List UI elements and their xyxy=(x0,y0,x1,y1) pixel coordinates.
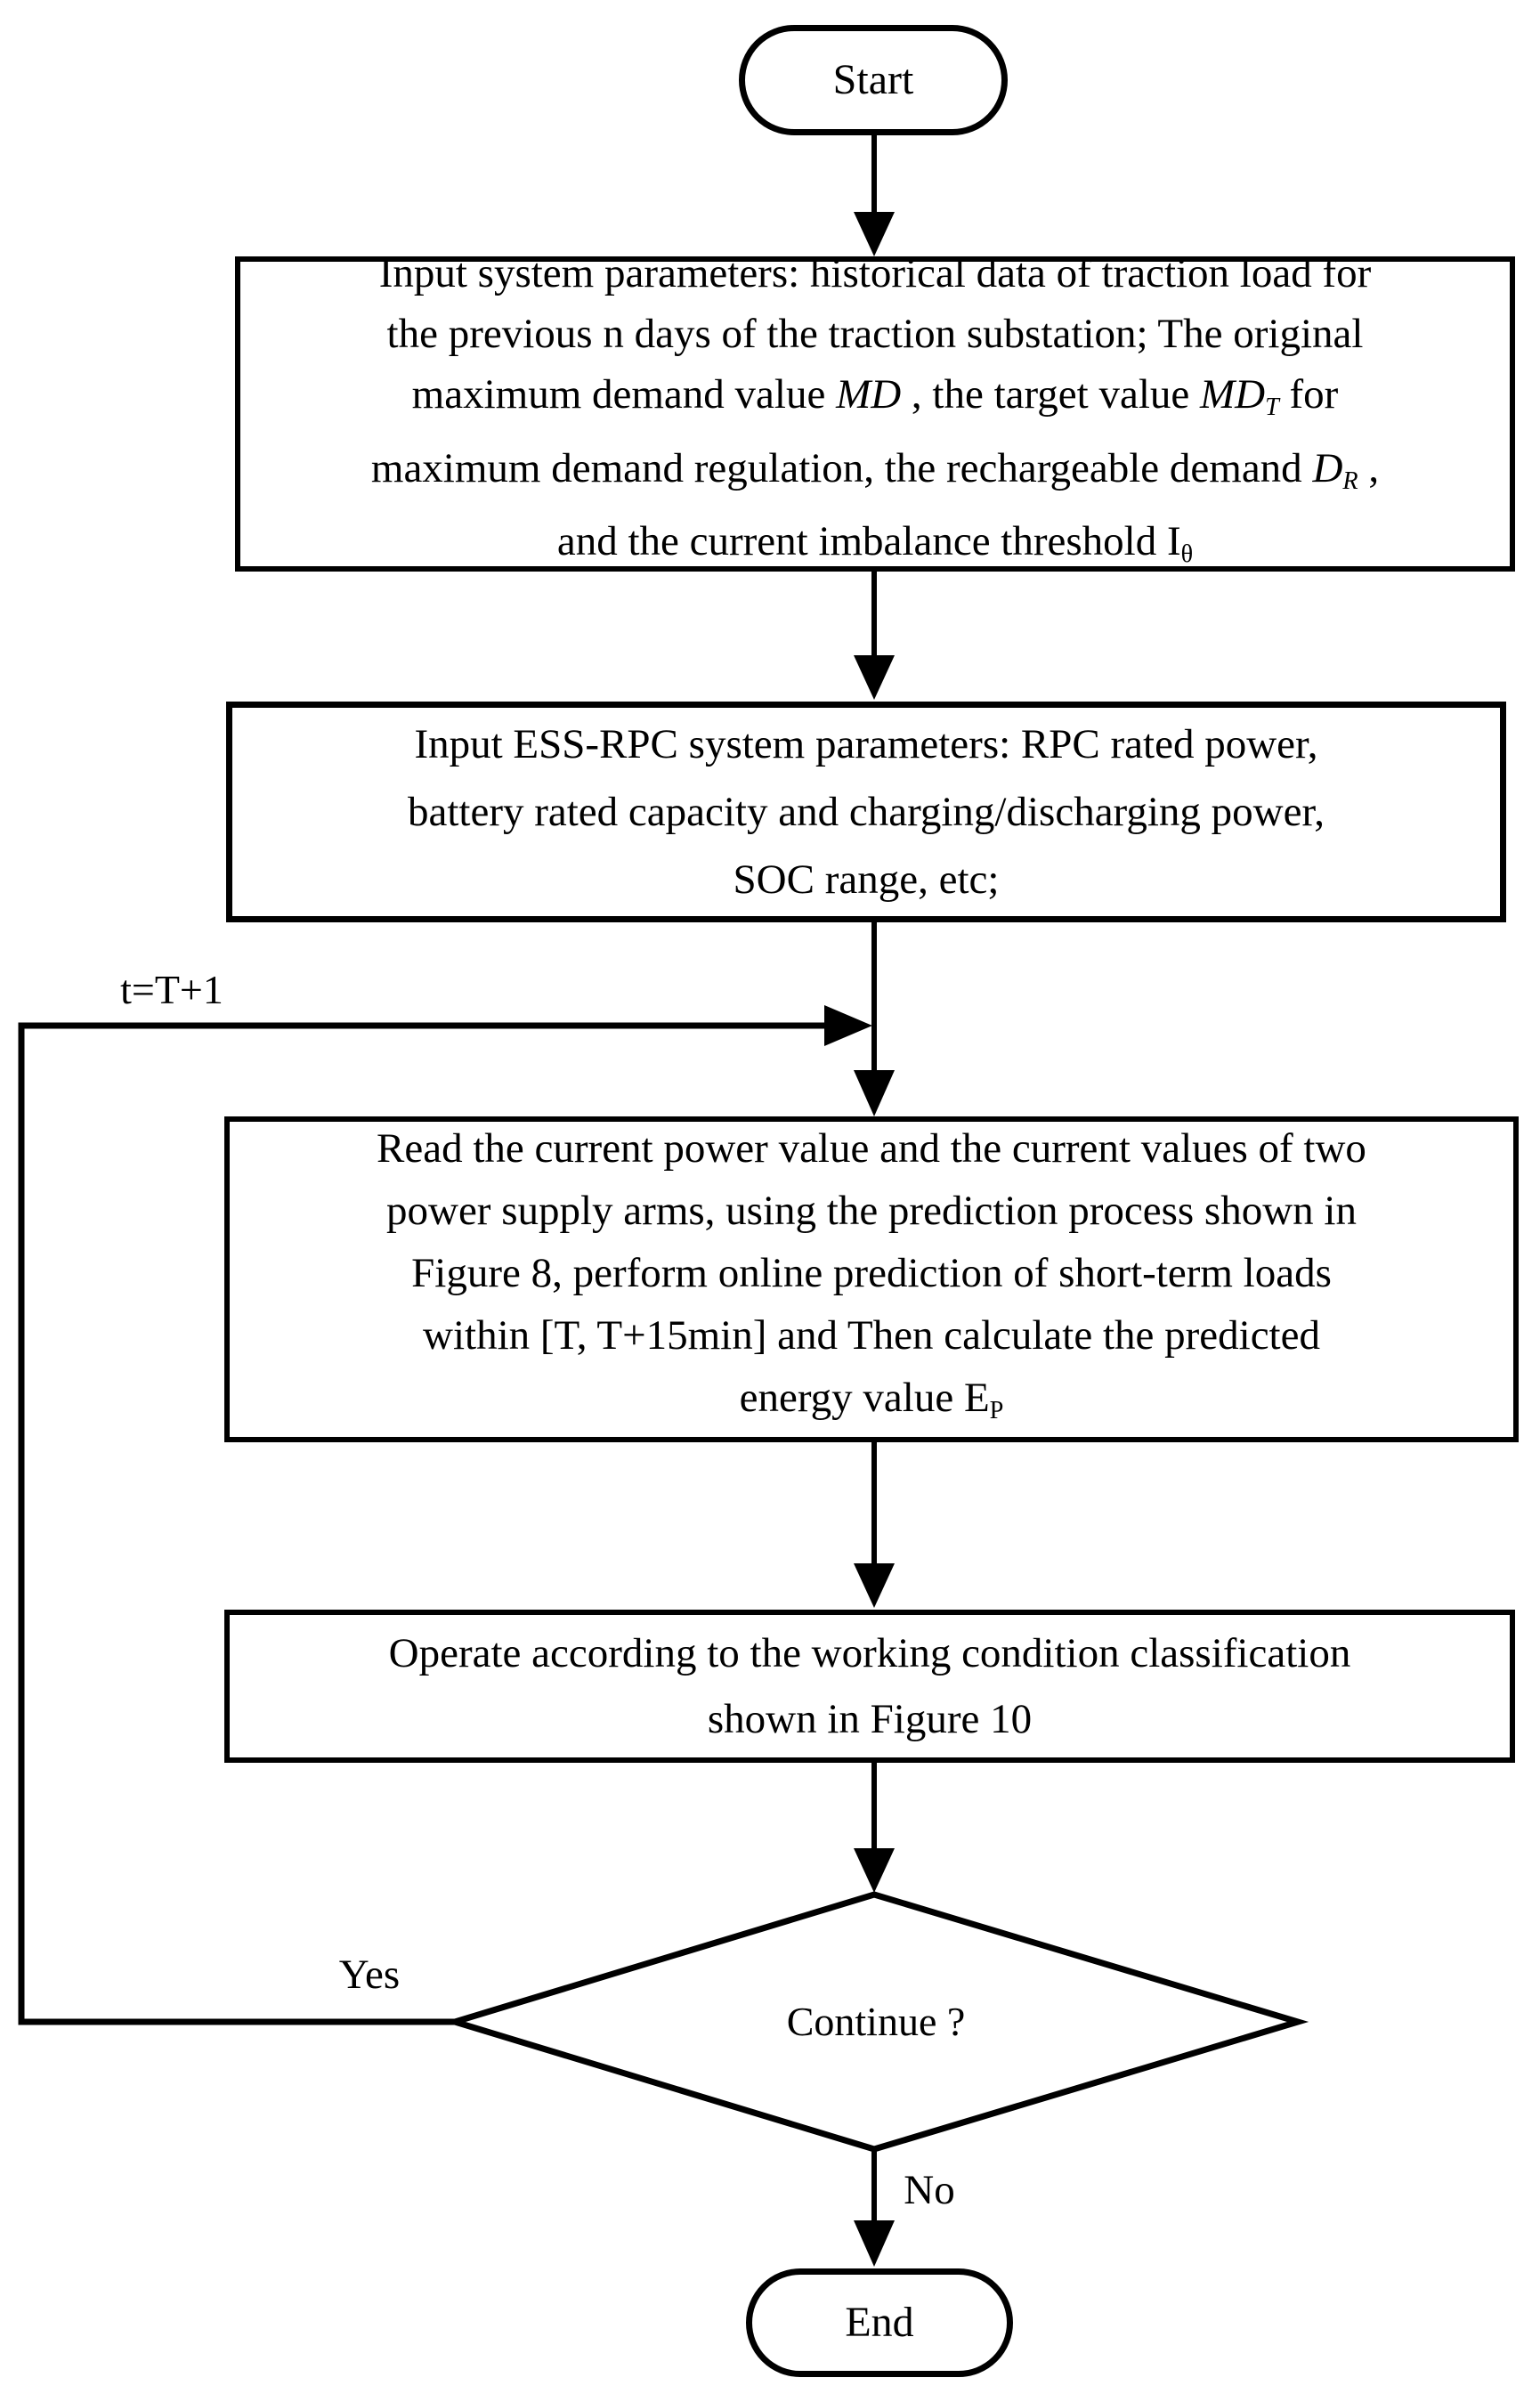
box3-line-5: energy value EP xyxy=(739,1374,1004,1424)
end-label: End xyxy=(845,2299,914,2346)
box3-line-4: within [T, T+15min] and Then calculate t… xyxy=(423,1311,1320,1359)
box4-line-2: shown in Figure 10 xyxy=(707,1696,1033,1742)
box2-line-3: SOC range, etc; xyxy=(733,856,1000,903)
box2-line-1: Input ESS-RPC system parameters: RPC rat… xyxy=(414,721,1318,767)
yes-loop-line xyxy=(18,1022,824,2025)
arrow-box3-to-box4-head xyxy=(854,1563,895,1608)
arrow-box4-to-decision-head xyxy=(854,1848,895,1893)
box1-line-4: maximum demand regulation, the rechargea… xyxy=(370,444,1380,495)
yes-loop-arrowhead xyxy=(824,1005,872,1046)
process-box-operate-working-condition: Operate according to the working conditi… xyxy=(224,1610,1515,1763)
no-branch-label: No xyxy=(904,2167,955,2213)
decision-label: Continue ? xyxy=(786,1999,966,2044)
box2-line-2: battery rated capacity and charging/disc… xyxy=(408,789,1325,835)
arrow-decision-to-end-head xyxy=(854,2220,895,2267)
box3-line-2: power supply arms, using the prediction … xyxy=(386,1187,1357,1234)
arrow-box1-to-box2-head xyxy=(854,655,895,700)
box3-line-3: Figure 8, perform online prediction of s… xyxy=(411,1249,1332,1296)
start-node: Start xyxy=(739,25,1008,135)
process-box-input-ess-rpc-parameters: Input ESS-RPC system parameters: RPC rat… xyxy=(226,702,1506,922)
start-label: Start xyxy=(832,56,914,103)
box1-line-1: Input system parameters: historical data… xyxy=(378,249,1372,296)
process-box-input-system-parameters: Input system parameters: historical data… xyxy=(235,250,1515,572)
arrow-box2-to-box3-head xyxy=(854,1070,895,1116)
arrow-start-to-box1-head xyxy=(854,212,895,256)
box1-line-5: and the current imbalance threshold Iθ xyxy=(556,518,1194,569)
box4-line-1: Operate according to the working conditi… xyxy=(388,1630,1351,1676)
end-node: End xyxy=(746,2268,1013,2377)
yes-branch-label: Yes xyxy=(338,1952,401,1998)
box1-line-2: the previous n days of the traction subs… xyxy=(386,310,1364,357)
loop-increment-label: t=T+1 xyxy=(120,967,223,1012)
process-box-read-and-predict: Read the current power value and the cur… xyxy=(224,1116,1519,1442)
box1-line-3: maximum demand value MD , the target val… xyxy=(411,370,1339,421)
box3-line-1: Read the current power value and the cur… xyxy=(377,1124,1366,1172)
